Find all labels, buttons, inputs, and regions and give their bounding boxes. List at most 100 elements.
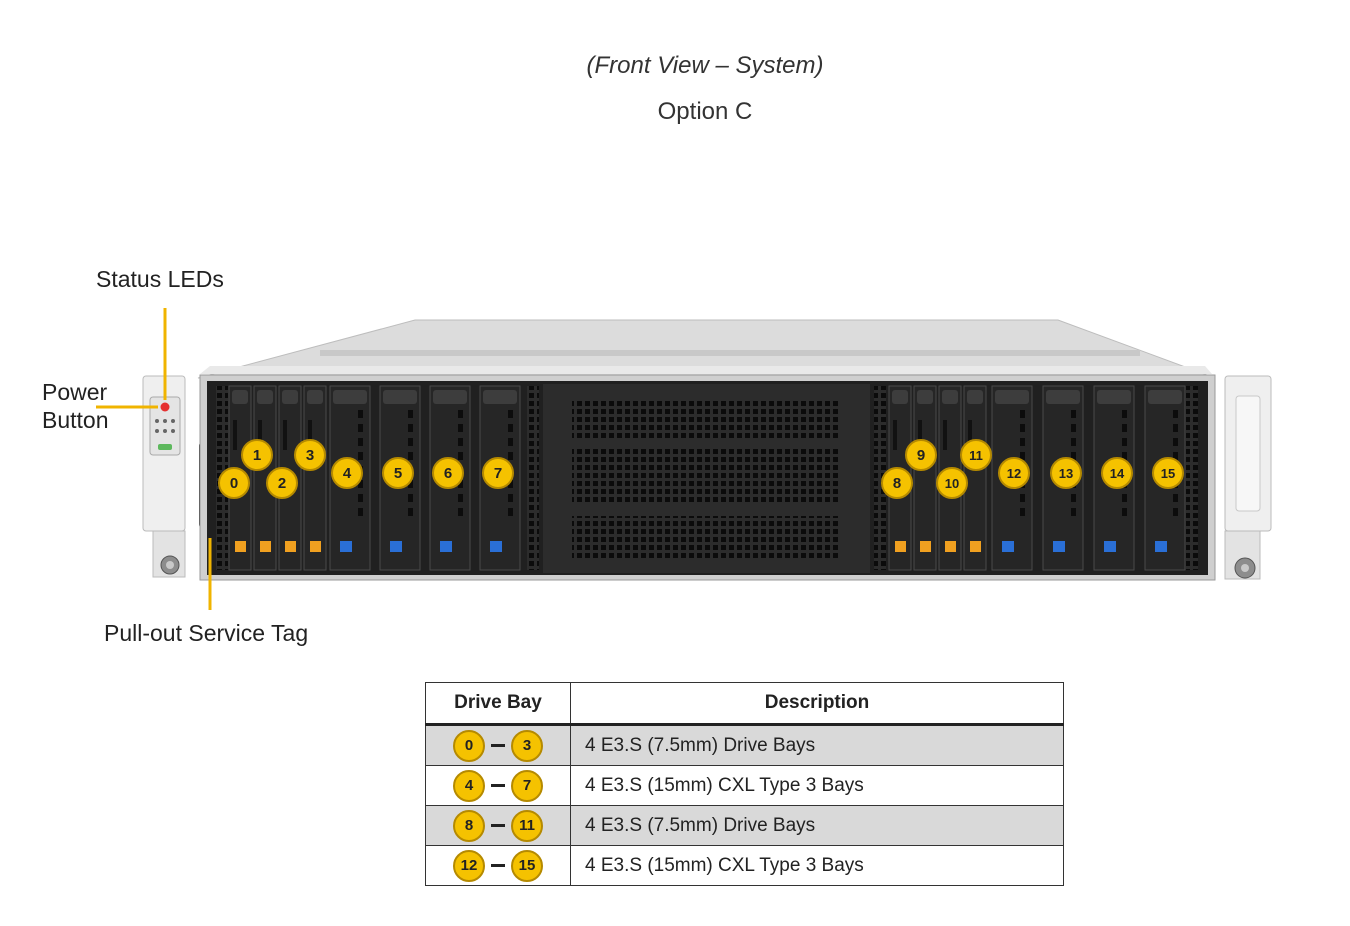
bay-number-label: 14 xyxy=(1110,466,1125,481)
tray-slot xyxy=(233,420,237,450)
tray-vent-slot xyxy=(508,452,513,460)
bay-badge: 8 xyxy=(453,809,485,842)
tray-vent-slot xyxy=(1173,452,1178,460)
tray-release-tab xyxy=(1155,541,1167,552)
tray-vent-slot xyxy=(1122,424,1127,432)
bay-number-badge: 15 xyxy=(1152,457,1184,489)
tray-latch xyxy=(942,390,958,404)
badge-circle xyxy=(1152,457,1184,489)
range-dash xyxy=(491,824,505,827)
badge-circle xyxy=(482,457,514,489)
tray-latch xyxy=(1046,390,1080,404)
vent-strip xyxy=(1186,386,1198,570)
status-led xyxy=(155,419,159,423)
service-tag-label: Pull-out Service Tag xyxy=(104,620,309,646)
tray-latch xyxy=(257,390,273,404)
diagram-title: (Front View – System) xyxy=(586,52,824,79)
bay-description: 4 E3.S (7.5mm) Drive Bays xyxy=(570,805,1064,846)
range-dash xyxy=(491,784,505,787)
badge-circle xyxy=(905,439,937,471)
tray-release-tab xyxy=(945,541,956,552)
tray-slot xyxy=(308,420,312,450)
tray-vent-slot xyxy=(408,424,413,432)
tray-vent-slot xyxy=(1122,508,1127,516)
bay-badge: 3 xyxy=(511,729,543,762)
tray-latch xyxy=(1097,390,1131,404)
tray-release-tab xyxy=(490,541,502,552)
tray-vent-slot xyxy=(408,494,413,502)
bay-badge: 0 xyxy=(453,729,485,762)
bay-number-label: 6 xyxy=(444,465,452,482)
tray-vent-slot xyxy=(1071,508,1076,516)
tray-release-tab xyxy=(440,541,452,552)
tray-vent-slot xyxy=(1071,438,1076,446)
tray-slot xyxy=(918,420,922,450)
bay-number-badge: 7 xyxy=(482,457,514,489)
tray-vent-slot xyxy=(1122,438,1127,446)
tray-vent-slot xyxy=(358,410,363,418)
bay-number-label: 10 xyxy=(945,476,959,491)
tray-vent-slot xyxy=(1173,494,1178,502)
tray-vent-slot xyxy=(1173,508,1178,516)
tray-vent-slot xyxy=(1173,438,1178,446)
tray-vent-slot xyxy=(1071,410,1076,418)
tray-vent-slot xyxy=(408,438,413,446)
badge-circle xyxy=(294,439,326,471)
bay-number-label: 4 xyxy=(343,465,352,482)
bay-number-label: 12 xyxy=(1007,466,1021,481)
bay-number-badge: 13 xyxy=(1050,457,1082,489)
column-header-drive-bay: Drive Bay xyxy=(425,682,571,726)
tray-vent-slot xyxy=(1020,424,1025,432)
table-header-row: Drive Bay Description xyxy=(425,682,1064,726)
tray-release-tab xyxy=(1104,541,1116,552)
bay-number-badge: 9 xyxy=(905,439,937,471)
range-dash xyxy=(491,744,505,747)
tray-vent-slot xyxy=(358,452,363,460)
bay-badge: 15 xyxy=(511,849,543,882)
tray-vent-slot xyxy=(358,480,363,488)
tray-release-tab xyxy=(1002,541,1014,552)
tray-vent-slot xyxy=(1173,410,1178,418)
tray-latch xyxy=(433,390,467,404)
tray-release-tab xyxy=(390,541,402,552)
tray-vent-slot xyxy=(358,424,363,432)
tray-vent-slot xyxy=(408,480,413,488)
bay-number-badge: 12 xyxy=(998,457,1030,489)
tray-latch xyxy=(483,390,517,404)
column-header-description: Description xyxy=(570,682,1064,726)
bay-badge: 4 xyxy=(453,769,485,802)
badge-circle xyxy=(936,467,968,499)
bay-number-label: 0 xyxy=(230,475,238,492)
tray-vent-slot xyxy=(508,438,513,446)
tray-vent-slot xyxy=(408,452,413,460)
tray-release-tab xyxy=(260,541,271,552)
bay-badge: 12 xyxy=(453,849,485,882)
badge-circle xyxy=(960,439,992,471)
chassis-top-rail xyxy=(200,366,1212,374)
badge-circle xyxy=(218,467,250,499)
power-button-led xyxy=(160,402,170,412)
tray-vent-slot xyxy=(1071,424,1076,432)
bay-number-badge: 8 xyxy=(881,467,913,499)
badge-circle xyxy=(1050,457,1082,489)
tray-latch xyxy=(892,390,908,404)
tray-vent-slot xyxy=(1122,494,1127,502)
tray-vent-slot xyxy=(458,424,463,432)
range-dash xyxy=(491,864,505,867)
badge-circle xyxy=(266,467,298,499)
tray-vent-slot xyxy=(508,424,513,432)
control-panel-logo xyxy=(158,444,172,450)
tray-vent-slot xyxy=(458,494,463,502)
tray-vent-slot xyxy=(508,410,513,418)
tray-vent-slot xyxy=(408,410,413,418)
tray-vent-slot xyxy=(508,508,513,516)
tray-vent-slot xyxy=(508,494,513,502)
badge-circle xyxy=(331,457,363,489)
tray-release-tab xyxy=(970,541,981,552)
badge-circle xyxy=(382,457,414,489)
status-led xyxy=(163,419,167,423)
vent-strip xyxy=(874,386,886,570)
